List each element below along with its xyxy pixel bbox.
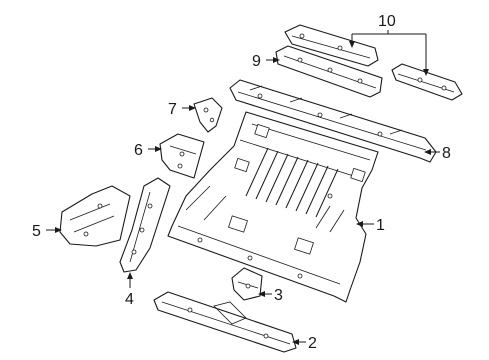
part-4-side-sill (119, 177, 171, 273)
leader-8 (424, 149, 440, 155)
part-6-gusset (159, 133, 205, 179)
leader-5 (46, 227, 62, 233)
callout-8: 8 (442, 145, 451, 162)
leader-1 (356, 221, 374, 227)
part-8-rear-crossmember (229, 79, 437, 163)
callout-3: 3 (274, 287, 283, 304)
callout-5: 5 (32, 223, 41, 240)
leader-2 (292, 339, 306, 345)
part-5-side-bracket (59, 185, 131, 247)
part-1-floor-pan (167, 111, 379, 303)
part-7-bracket (193, 97, 223, 133)
callout-6: 6 (134, 142, 143, 159)
leader-4 (127, 272, 133, 288)
leader-3 (258, 291, 272, 297)
callout-10: 10 (378, 13, 396, 30)
part-2-lower-crossmember (153, 291, 297, 353)
part-9-crossmember (275, 45, 383, 98)
leader-6 (148, 146, 162, 152)
part-10-upper-rail-left (284, 24, 379, 67)
leader-10 (349, 30, 429, 76)
leader-9 (266, 57, 280, 63)
callout-9: 9 (252, 53, 261, 70)
callout-2: 2 (308, 335, 317, 352)
part-3-mount-bracket (231, 267, 263, 301)
callout-4: 4 (125, 291, 134, 308)
floor-ribs (245, 147, 339, 218)
callout-7: 7 (168, 101, 177, 118)
leader-7 (182, 105, 196, 111)
part-10-upper-rail-right (391, 63, 463, 101)
callout-1: 1 (376, 217, 385, 234)
